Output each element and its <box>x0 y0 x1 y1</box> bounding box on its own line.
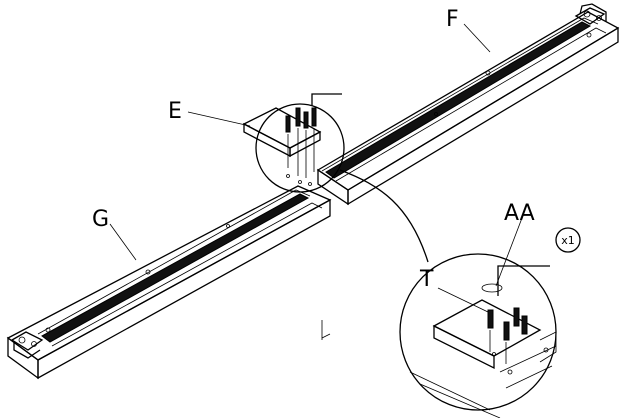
label-aa: AA <box>504 201 535 226</box>
rail-g <box>6 185 332 380</box>
label-e: E <box>168 99 182 124</box>
screws-e <box>285 107 317 186</box>
quantity-badge <box>555 227 581 253</box>
detail-connector <box>339 169 429 263</box>
quantity-label: x1 <box>561 234 575 247</box>
end-bracket-left <box>10 331 44 359</box>
label-f: F <box>446 7 459 32</box>
label-t: T <box>419 267 434 292</box>
bracket-e <box>242 107 322 158</box>
end-bracket-right <box>574 3 607 25</box>
rail-f <box>316 11 620 206</box>
detail-view <box>399 253 557 418</box>
detail-circle-small <box>255 103 345 193</box>
hex-key-e <box>311 93 342 106</box>
label-g: G <box>92 207 109 232</box>
